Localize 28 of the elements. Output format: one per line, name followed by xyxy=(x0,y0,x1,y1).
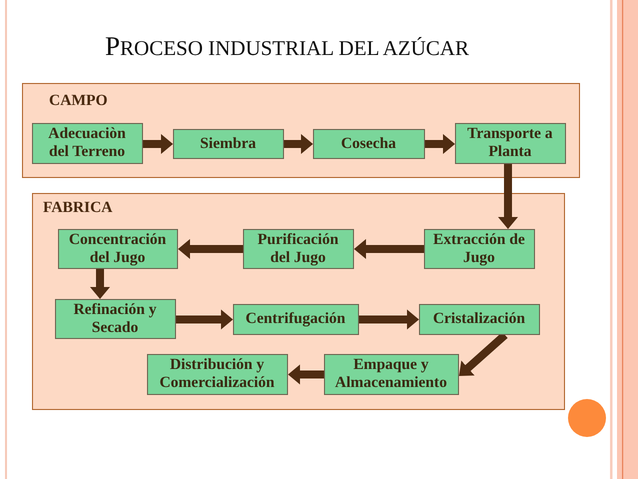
arrow xyxy=(288,364,324,384)
process-box: Cosecha xyxy=(312,128,424,158)
arrow xyxy=(425,134,455,154)
section-panel xyxy=(32,193,565,410)
process-box: Concentración del Jugo xyxy=(58,228,178,268)
arrow xyxy=(456,332,508,379)
arrow xyxy=(354,239,424,259)
process-box: Purificación del Jugo xyxy=(242,228,354,268)
process-box: Empaque y Almacenamiento xyxy=(324,354,458,394)
process-box: Cristalización xyxy=(418,304,540,334)
arrow xyxy=(359,310,419,330)
arrow xyxy=(143,134,173,154)
process-box: Extracción de Jugo xyxy=(424,228,534,268)
process-box: Transporte a Planta xyxy=(454,122,566,164)
process-box: Refinación y Secado xyxy=(54,298,176,338)
arrow xyxy=(178,239,243,259)
arrow xyxy=(90,269,110,299)
slide-title: PROCESO INDUSTRIAL DEL AZÚCAR xyxy=(105,32,470,62)
process-box: Adecuaciòn del Terreno xyxy=(32,122,142,164)
section-label: CAMPO xyxy=(49,92,108,110)
arrow xyxy=(498,164,518,229)
process-box: Siembra xyxy=(172,128,284,158)
arrow xyxy=(176,310,233,330)
section-label: FABRICA xyxy=(43,199,112,217)
process-box: Distribución y Comercialización xyxy=(146,354,288,394)
arrow xyxy=(284,134,313,154)
process-box: Centrifugación xyxy=(232,304,358,334)
section-panel xyxy=(22,83,580,178)
